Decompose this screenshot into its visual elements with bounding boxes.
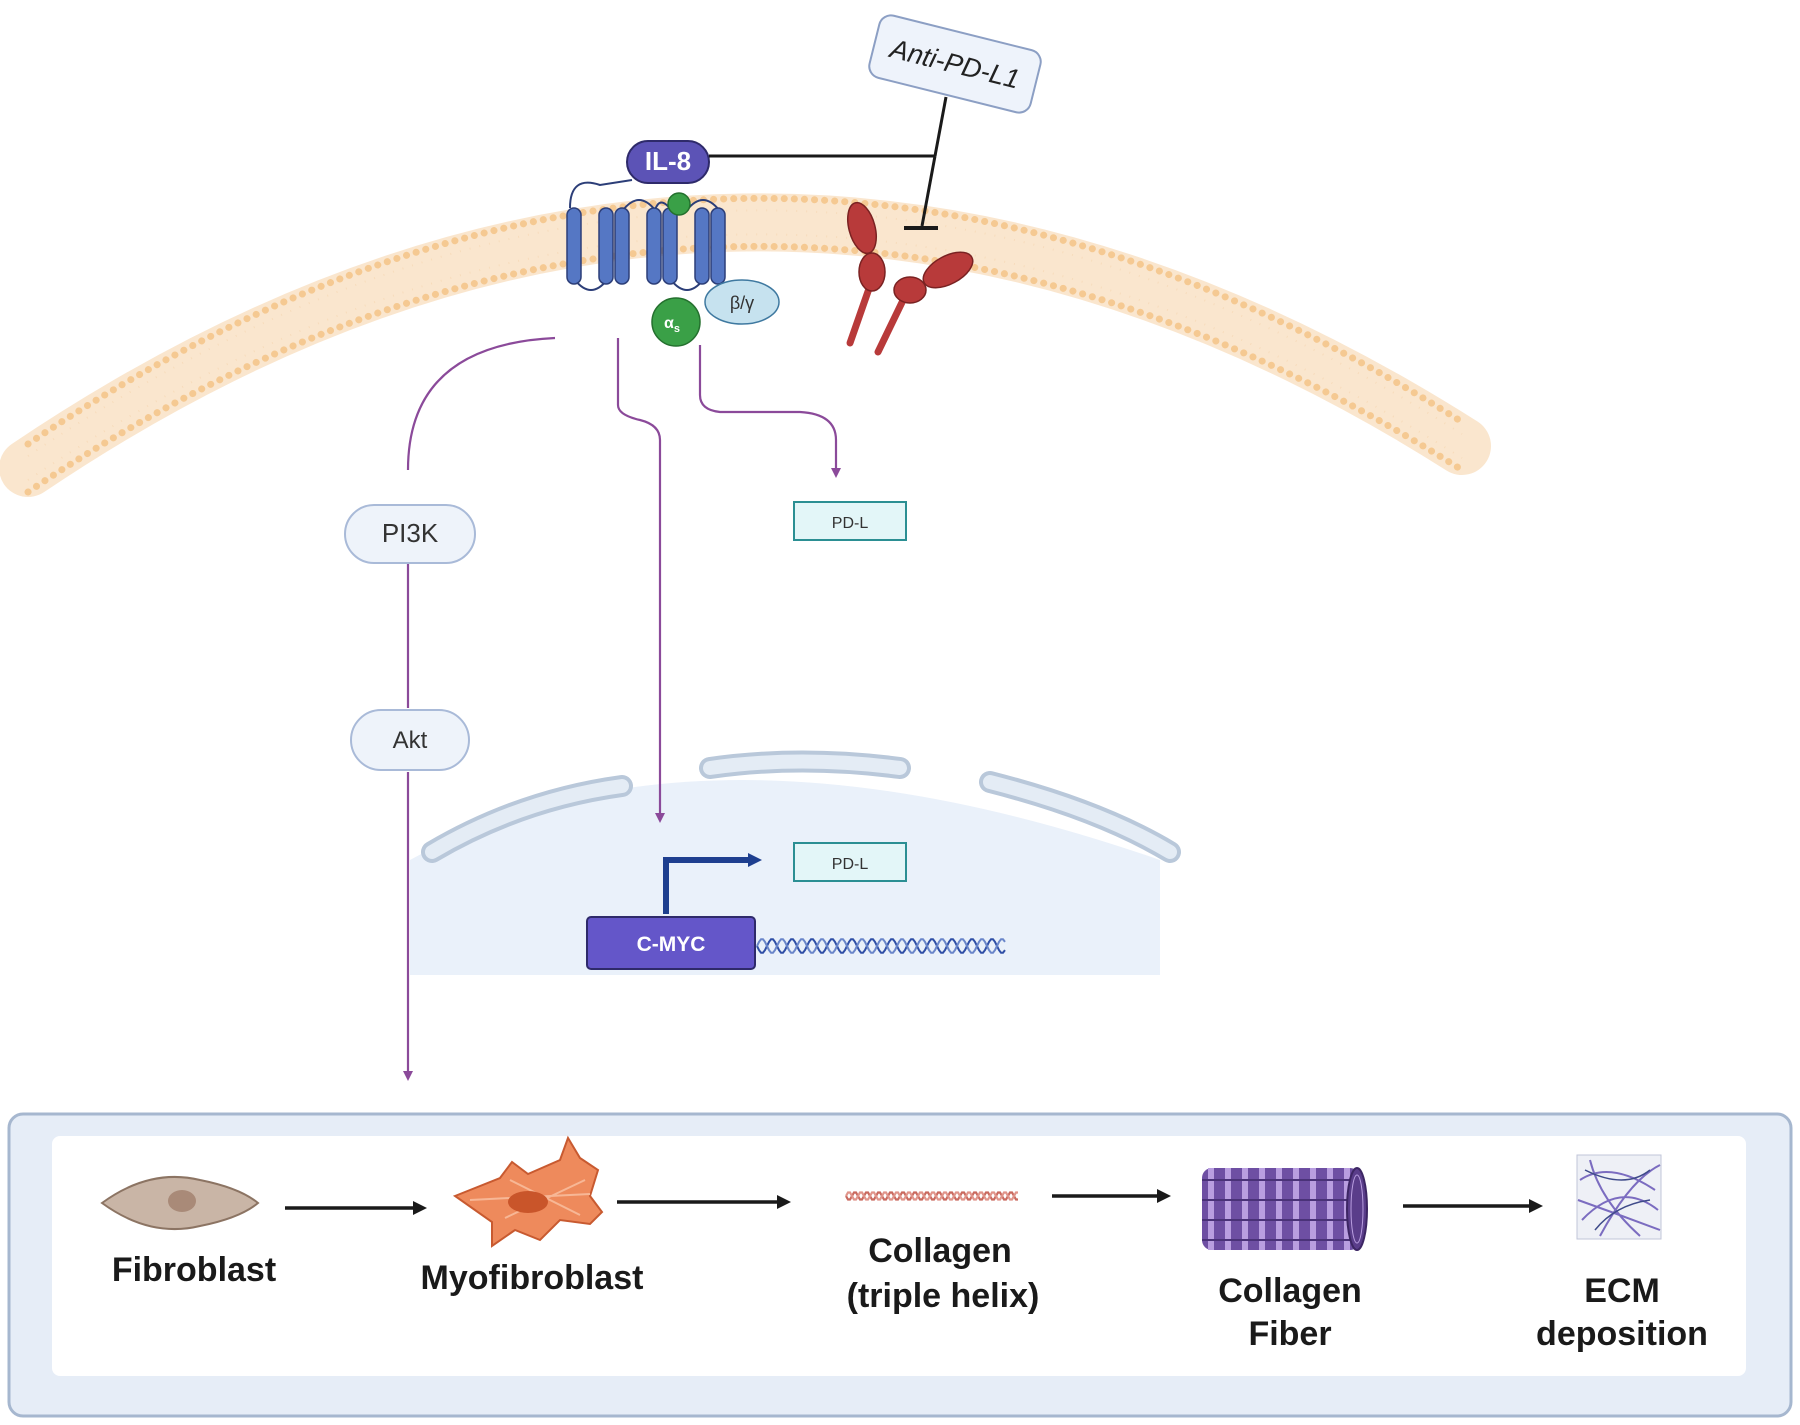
step-collagen-sub-label: (triple helix)	[847, 1277, 1040, 1315]
cmyc-box: C-MYC	[586, 916, 756, 970]
g-protein: β/γ αs	[651, 279, 780, 347]
step-myofibroblast-label: Myofibroblast	[421, 1259, 644, 1297]
pdl-cytoplasm-box: PD-L	[793, 501, 907, 541]
ligand-binding-site-icon	[667, 192, 691, 216]
pdl-nucleus-box: PD-L	[793, 842, 907, 882]
anti-pdl1-box: Anti-PD-L1	[868, 14, 1042, 114]
akt-label: Akt	[393, 727, 428, 754]
pdl1-membrane-proteins	[846, 201, 974, 356]
myofibroblast-icon	[452, 1135, 604, 1248]
arrow-to-pi3k	[406, 336, 556, 471]
il8-ligand: IL-8	[626, 140, 710, 184]
pi3k-label: PI3K	[382, 518, 439, 548]
inhibition-lines	[709, 96, 948, 230]
pathway-arrows	[403, 336, 841, 1081]
collagen-triple-helix-icon	[845, 1191, 1018, 1201]
ecm-deposition-icon	[1576, 1154, 1662, 1240]
cmyc-label: C-MYC	[637, 933, 706, 956]
fiber-stripe	[1242, 1168, 1248, 1250]
collagen-fiber-icon	[1202, 1167, 1368, 1251]
alpha-s-subscript: s	[674, 323, 680, 335]
step-ecm-sub-label: deposition	[1536, 1315, 1708, 1353]
gpcr-receptor	[566, 179, 726, 291]
fiber-stripe	[1293, 1168, 1299, 1250]
fibroblast-icon	[100, 1175, 260, 1231]
process-arrows	[285, 1189, 1543, 1215]
step-collagen-label: Collagen	[868, 1232, 1012, 1270]
pdl-cytoplasm-label: PD-L	[832, 515, 869, 532]
fiber-stripe	[1208, 1168, 1214, 1250]
process-step-labels: Fibroblast Myofibroblast Collagen (tripl…	[112, 1232, 1708, 1353]
beta-gamma-label: β/γ	[730, 293, 754, 313]
svg-text:αs: αs	[664, 315, 680, 335]
pdl-nucleus-label: PD-L	[832, 856, 869, 873]
akt-node: Akt	[350, 709, 470, 771]
step-fibroblast-label: Fibroblast	[112, 1251, 276, 1289]
fiber-stripe	[1327, 1168, 1333, 1250]
il8-label: IL-8	[645, 146, 691, 176]
arrow-to-cmyc	[616, 338, 665, 823]
cell-membrane	[0, 193, 1491, 497]
step-ecm-label: ECM	[1584, 1272, 1660, 1310]
step-collagen-fiber-label: Collagen	[1218, 1272, 1362, 1310]
step-collagen-fiber-sub-label: Fiber	[1248, 1315, 1331, 1353]
pi3k-node: PI3K	[344, 504, 476, 564]
fiber-stripe	[1310, 1168, 1316, 1250]
fiber-stripe	[1225, 1168, 1231, 1250]
fiber-stripe	[1259, 1168, 1265, 1250]
dna-strand	[756, 938, 1006, 954]
g-beta-gamma-subunit	[704, 279, 780, 325]
g-alpha-subunit	[651, 297, 701, 347]
arrow-to-pdl	[698, 345, 841, 478]
fiber-stripe	[1276, 1168, 1282, 1250]
alpha-s-label: α	[664, 315, 674, 332]
transcription-arrow	[663, 853, 762, 914]
nucleus	[410, 750, 1181, 975]
